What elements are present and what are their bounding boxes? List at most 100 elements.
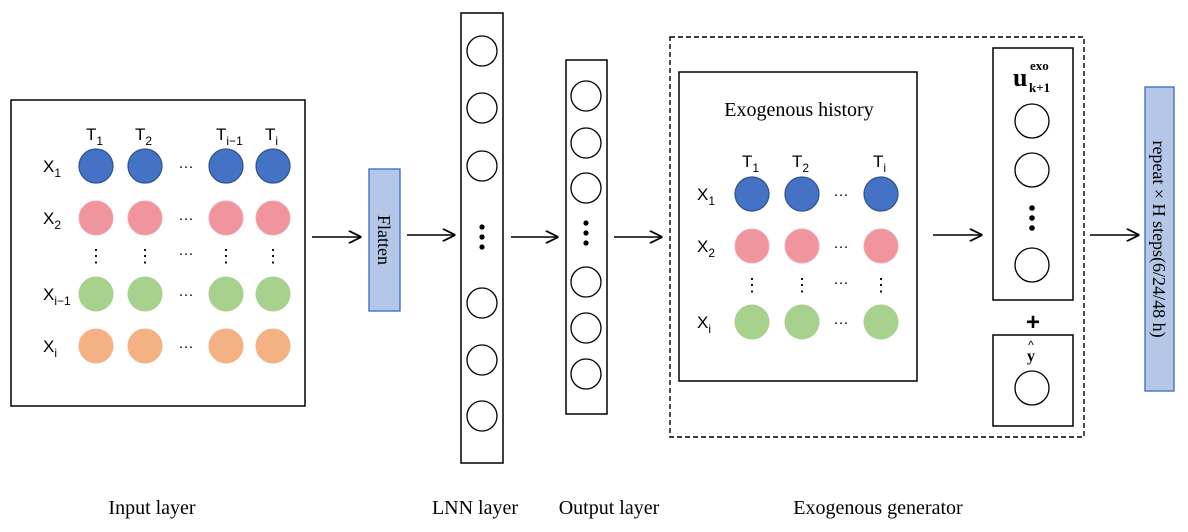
lnn-neuron: [466, 344, 498, 376]
exo-col-header-ti: Ti: [873, 152, 886, 175]
output-layer: Output layer: [559, 59, 660, 519]
exogenous-generator: Exogenous history T1 T2 Ti X1 X2 Xi ··· …: [669, 36, 1085, 519]
input-row-i: ···: [78, 328, 291, 364]
u-dot: [1029, 215, 1035, 221]
input-vdots-row: ⋮ ⋮ ··· ⋮ ⋮: [87, 245, 282, 266]
repeat-label: repeat × H steps(6/24/48 h): [1148, 140, 1169, 337]
exo-row-header-xi: Xi: [697, 313, 711, 336]
u-neuron: [1014, 247, 1050, 283]
exo-hdots: ···: [834, 274, 849, 291]
output-neuron: [570, 127, 602, 159]
output-neuron: [570, 358, 602, 390]
y-hat-label: y: [1027, 348, 1035, 365]
lnn-neuron: [466, 287, 498, 319]
y-hat-box: [992, 334, 1074, 427]
plus-sign: +: [1026, 309, 1040, 336]
exo-row-2: ···: [734, 228, 899, 264]
exo-row-header-x1: X1: [697, 185, 715, 208]
lnn-neuron: [466, 150, 498, 182]
input-hdots: ···: [179, 245, 194, 262]
exo-vdots: ⋮: [872, 275, 890, 295]
lnn-dot: [479, 244, 485, 250]
exo-hdots: ···: [834, 186, 849, 203]
output-neuron: [570, 312, 602, 344]
output-neuron: [570, 172, 602, 204]
flatten-block: Flatten: [368, 168, 401, 312]
node-green: [784, 304, 820, 340]
node-pink: [208, 200, 244, 236]
node-green: [734, 304, 770, 340]
generator-dashed-box: [669, 36, 1085, 438]
input-vdots: ⋮: [217, 246, 235, 266]
u-dot: [1029, 225, 1035, 231]
exo-vdots-row: ⋮ ⋮ ··· ⋮: [743, 274, 890, 295]
node-pink: [127, 200, 163, 236]
node-pink: [784, 228, 820, 264]
exo-col-header-t1: T1: [742, 152, 759, 175]
node-blue: [734, 176, 770, 212]
exo-col-header-t2: T2: [792, 152, 809, 175]
exo-vdots: ⋮: [743, 275, 761, 295]
node-orange: [255, 328, 291, 364]
input-col-header-t1: T1: [86, 125, 103, 148]
exo-row-i: ···: [734, 304, 899, 340]
output-layer-label: Output layer: [559, 497, 660, 519]
y-hat-caret: ^: [1028, 338, 1034, 352]
y-hat-neuron: [1014, 370, 1050, 406]
input-row-header-xi-1: Xi−1: [43, 285, 71, 308]
input-hdots: ···: [179, 338, 194, 355]
u-neuron: [1014, 152, 1050, 188]
node-blue: [127, 148, 163, 184]
node-orange: [127, 328, 163, 364]
u-neuron: [1014, 103, 1050, 139]
output-dot: [583, 220, 589, 226]
input-col-header-ti: Ti: [265, 125, 278, 148]
input-layer-box: [10, 99, 306, 407]
output-dot: [583, 230, 589, 236]
input-layer: T1 T2 Ti−1 Ti X1 X2 Xi−1 Xi ··· ··· ⋮ ⋮: [10, 99, 306, 519]
lnn-layer-label: LNN layer: [432, 497, 518, 519]
repeat-block: repeat × H steps(6/24/48 h): [1144, 86, 1175, 392]
input-hdots: ···: [179, 158, 194, 175]
input-vdots: ⋮: [264, 246, 282, 266]
exogenous-generator-label: Exogenous generator: [793, 497, 963, 519]
lnn-neuron: [466, 400, 498, 432]
input-col-header-t2: T2: [135, 125, 152, 148]
input-vdots: ⋮: [136, 246, 154, 266]
lnn-neuron: [466, 35, 498, 67]
node-blue: [863, 176, 899, 212]
u-dot: [1029, 205, 1035, 211]
input-col-header-ti-1: Ti−1: [216, 125, 243, 148]
input-row-i-1: ···: [78, 276, 291, 312]
node-orange: [78, 328, 114, 364]
node-blue: [78, 148, 114, 184]
node-blue: [255, 148, 291, 184]
output-dot: [583, 240, 589, 246]
node-pink: [78, 200, 114, 236]
exo-hdots: ···: [834, 238, 849, 255]
input-layer-label: Input layer: [108, 497, 196, 519]
exo-row-1: ···: [734, 176, 899, 212]
output-layer-box: [565, 59, 608, 415]
node-pink: [863, 228, 899, 264]
input-hdots: ···: [179, 210, 194, 227]
lnn-neuron: [466, 92, 498, 124]
lnn-dot: [479, 224, 485, 230]
node-green: [127, 276, 163, 312]
exo-vdots: ⋮: [793, 275, 811, 295]
input-vdots: ⋮: [87, 246, 105, 266]
exo-hdots: ···: [834, 314, 849, 331]
node-blue: [784, 176, 820, 212]
node-orange: [208, 328, 244, 364]
flatten-box: [368, 168, 401, 312]
node-pink: [255, 200, 291, 236]
node-pink: [734, 228, 770, 264]
node-blue: [208, 148, 244, 184]
input-hdots: ···: [179, 286, 194, 303]
exo-row-header-x2: X2: [697, 237, 715, 260]
node-green: [208, 276, 244, 312]
input-row-2: ···: [78, 200, 291, 236]
input-row-header-x2: X2: [43, 209, 61, 232]
